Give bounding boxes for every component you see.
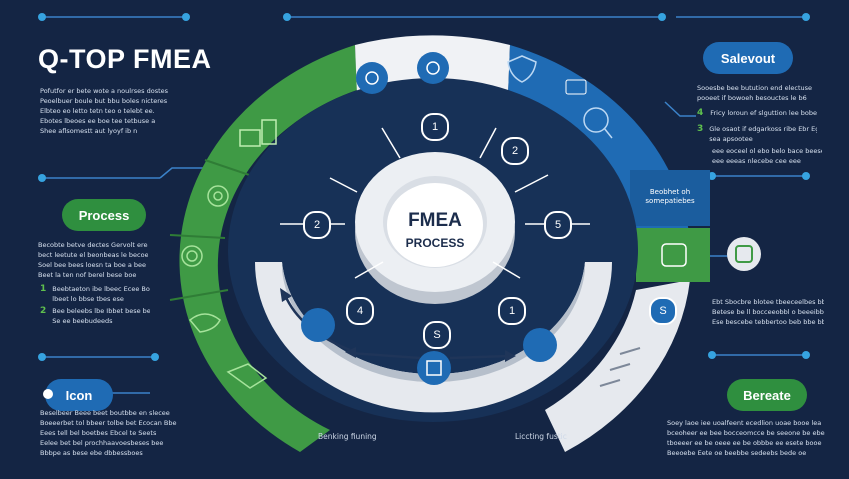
inner-arc — [255, 262, 612, 413]
step-badge-2b: 2 — [303, 211, 331, 239]
center-title: FMEA — [408, 210, 462, 231]
step-badge-s-right: S — [649, 297, 677, 325]
arc-label-left: Benking fiuning — [318, 432, 377, 441]
right-item-4: 4 Fricy loroun ef slguttion lee bobe — [697, 108, 817, 118]
icon-pill: Icon — [45, 379, 113, 411]
gear-icon — [207, 185, 229, 207]
left-text-block-2: Becobte betve dectes Gervolt ereas bect … — [38, 241, 148, 279]
hand-icon — [188, 313, 221, 333]
right-green-text: eee eoceel ol ebo belo bace beese eee ee… — [712, 147, 822, 165]
left-text-block-1: Pofutfor er bete wote a noulrses dostes … — [40, 87, 169, 135]
step-badge-1: 1 — [421, 113, 449, 141]
right-box-label: Beobhet oh somepatiebes — [645, 188, 695, 205]
right-text-block-1: Sooesbe bee butution end electuse pooeet… — [697, 84, 813, 102]
step-badge-2: 2 — [501, 137, 529, 165]
right-text-block-2: Ebt Sbocbre blotee tbeeceelbes bbe Betes… — [712, 298, 824, 326]
search-icon — [583, 107, 613, 139]
document-icon — [226, 363, 268, 389]
left-text-block-3: Beselbeer Beee beet boutbbe en slecee Bo… — [40, 409, 177, 457]
step-badge-5: 5 — [544, 211, 572, 239]
arc-label-right: Liccting fustic — [515, 432, 567, 441]
step-badge-s: S — [423, 321, 451, 349]
step-badge-1b: 1 — [498, 297, 526, 325]
right-green-box — [636, 228, 710, 282]
right-text-block-3: Soey laoe iee uoalfeent ecedlion uoae bo… — [667, 419, 825, 457]
icon-pill-dot — [43, 389, 53, 399]
outer-ring-green — [179, 45, 357, 452]
center-label: FMEA PROCESS — [380, 210, 490, 250]
page-title: Q-TOP FMEA — [38, 44, 212, 74]
step-badge-4: 4 — [346, 297, 374, 325]
chart-icon — [239, 119, 277, 147]
shield-icon — [507, 55, 537, 83]
bereate-pill: Bereate — [727, 379, 807, 411]
process-pill: Process — [62, 199, 146, 231]
salevout-pill: Salevout — [703, 42, 793, 74]
brain-icon — [181, 245, 203, 267]
center-subtitle: PROCESS — [405, 236, 465, 250]
